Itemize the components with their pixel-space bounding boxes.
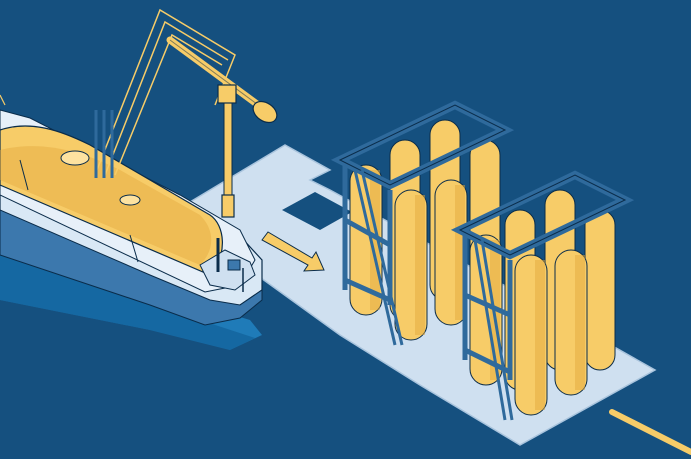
lng-terminal-illustration <box>0 0 691 459</box>
